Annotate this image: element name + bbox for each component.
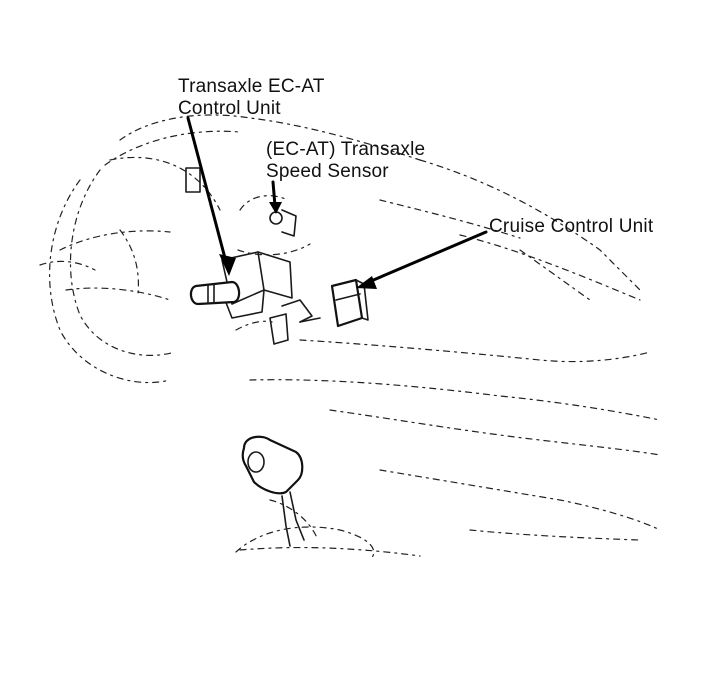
label-speed-sensor: (EC-AT) Transaxle Speed Sensor (266, 139, 425, 183)
label-cruise-control-unit: Cruise Control Unit (489, 216, 653, 238)
label-speed-line2: Speed Sensor (266, 161, 389, 182)
gear-shifter (235, 435, 375, 561)
label-ecat-control-unit: Transaxle EC-AT Control Unit (178, 76, 325, 120)
label-speed-line1: (EC-AT) Transaxle (266, 139, 426, 160)
steering-wheel (39, 156, 221, 384)
bracket (235, 299, 321, 345)
dashboard-outline (104, 114, 661, 557)
leader-speed-sensor (269, 180, 282, 214)
label-ecat-line2: Control Unit (178, 98, 281, 119)
label-ecat-line1: Transaxle EC-AT (178, 76, 325, 97)
column-stalk (189, 280, 241, 306)
cruise-control-unit (330, 278, 369, 328)
label-cruise-line1: Cruise Control Unit (489, 216, 654, 237)
leader-cruise (356, 230, 488, 289)
leader-ecat (186, 116, 236, 276)
